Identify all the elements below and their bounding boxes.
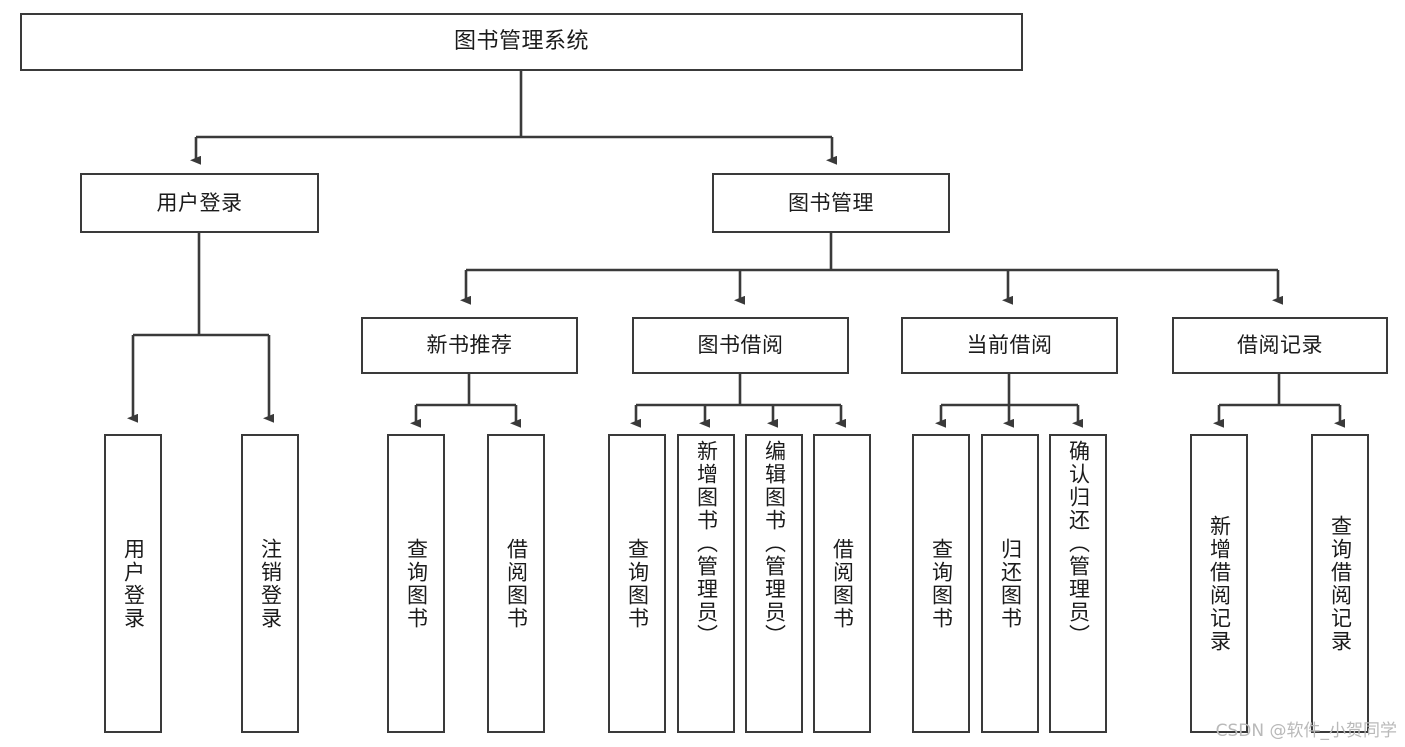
leaf-user-login[interactable]: 用户登录: [104, 434, 162, 733]
node-label: 当前借阅: [966, 333, 1053, 358]
csdn-watermark: CSDN @软件_小贺同学: [1215, 721, 1397, 741]
node-new-book-recommend[interactable]: 新书推荐: [361, 317, 578, 374]
leaf-label: 查询图书: [929, 537, 954, 630]
leaf-add-book-admin[interactable]: 新增图书（管理员）: [677, 434, 735, 733]
node-book-borrow[interactable]: 图书借阅: [632, 317, 849, 374]
node-label: 借阅记录: [1237, 333, 1323, 358]
leaf-label: 查询借阅记录: [1328, 514, 1353, 653]
leaf-label: 用户登录: [121, 537, 146, 630]
node-borrow-record[interactable]: 借阅记录: [1172, 317, 1388, 374]
leaf-query-book-recommend[interactable]: 查询图书: [387, 434, 445, 733]
node-label: 图书管理系统: [453, 29, 589, 55]
node-label: 新书推荐: [426, 333, 513, 358]
leaf-label: 归还图书: [998, 537, 1023, 630]
leaf-label: 注销登录: [258, 537, 283, 630]
leaf-label: 借阅图书: [504, 537, 529, 630]
leaf-label: 确认归还（管理员）: [1066, 440, 1091, 647]
leaf-logout[interactable]: 注销登录: [241, 434, 299, 733]
leaf-query-book-current[interactable]: 查询图书: [912, 434, 970, 733]
leaf-return-book[interactable]: 归还图书: [981, 434, 1039, 733]
node-root-system[interactable]: 图书管理系统: [20, 13, 1023, 71]
node-label: 用户登录: [156, 190, 243, 215]
leaf-query-book-borrow[interactable]: 查询图书: [608, 434, 666, 733]
leaf-label: 新增图书（管理员）: [694, 440, 719, 647]
leaf-borrow-book[interactable]: 借阅图书: [813, 434, 871, 733]
node-label: 图书管理: [788, 190, 874, 215]
leaf-label: 编辑图书（管理员）: [762, 440, 787, 647]
node-current-borrow[interactable]: 当前借阅: [901, 317, 1118, 374]
leaf-label: 查询图书: [404, 537, 429, 630]
leaf-confirm-return-admin[interactable]: 确认归还（管理员）: [1049, 434, 1107, 733]
node-user-login[interactable]: 用户登录: [80, 173, 319, 233]
leaf-label: 借阅图书: [830, 537, 855, 630]
node-book-management[interactable]: 图书管理: [712, 173, 950, 233]
leaf-query-borrow-record[interactable]: 查询借阅记录: [1311, 434, 1369, 733]
leaf-borrow-book-recommend[interactable]: 借阅图书: [487, 434, 545, 733]
leaf-label: 查询图书: [625, 537, 650, 630]
leaf-add-borrow-record[interactable]: 新增借阅记录: [1190, 434, 1248, 733]
node-label: 图书借阅: [697, 333, 784, 358]
leaf-edit-book-admin[interactable]: 编辑图书（管理员）: [745, 434, 803, 733]
leaf-label: 新增借阅记录: [1207, 514, 1232, 653]
